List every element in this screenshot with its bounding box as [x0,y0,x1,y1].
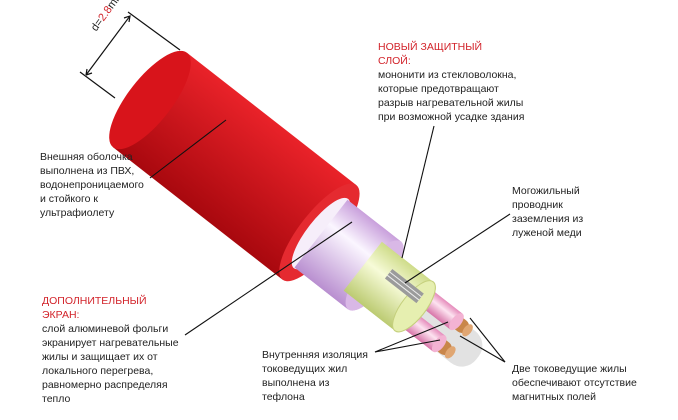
label-text: Внешняя оболочка [40,151,133,163]
label-text: Две токоведущие жилы [512,363,627,375]
dimension-marker [79,11,181,99]
label-text: выполнена из [262,377,330,389]
label-ground-wire: Могожильный проводник заземления из луже… [512,184,583,240]
pvc-sheath [113,52,357,280]
label-text: обеспечивают отсутствие [512,377,637,389]
label-conductors: Две токоведущие жилы обеспечивают отсутс… [512,362,637,404]
label-text: жилы и защищает их от [42,351,158,363]
label-text: тепло [42,393,71,405]
leader-lines [149,119,511,363]
label-text: луженой меди [512,227,582,239]
label-text: разрыв нагревательной жилы [378,97,524,109]
label-text: которые предотвращают [378,83,499,95]
label-text: проводник [512,199,563,211]
label-title: СЛОЙ: [378,55,411,67]
label-text: токоведущих жил [262,363,348,375]
label-outer-sheath: Внешняя оболочка выполнена из ПВХ, водон… [40,150,144,220]
label-text: локального перегрева, [42,365,154,377]
label-text: мононити из стекловолокна, [378,69,517,81]
label-extra-screen: ДОПОЛНИТЕЛЬНЫЙ ЭКРАН: слой алюминевой фо… [42,294,179,406]
cable-body [109,50,473,359]
label-text: водонепроницаемого [40,179,144,191]
label-title: ЭКРАН: [42,309,80,321]
label-inner-insulation: Внутренняя изоляция токоведущих жил выпо… [262,348,368,404]
label-protective-layer: НОВЫЙ ЗАЩИТНЫЙ СЛОЙ: мононити из стеклов… [378,40,524,124]
label-text: магнитных полей [512,391,596,403]
label-text: Могожильный [512,185,580,197]
label-text: слой алюминевой фольги [42,323,169,335]
label-text: при возможной усадке здания [378,111,525,123]
label-text: Внутренняя изоляция [262,349,368,361]
label-title: НОВЫЙ ЗАЩИТНЫЙ [378,41,483,53]
label-text: и стойкого к [40,193,98,205]
label-title: ДОПОЛНИТЕЛЬНЫЙ [42,295,147,307]
label-text: выполнена из ПВХ, [40,165,135,177]
label-text: ультрафиолету [40,207,115,219]
label-text: тефлона [262,391,305,403]
label-text: экранирует нагревательные [42,337,179,349]
label-text: заземления из [512,213,584,225]
label-text: равномерно распределяя [42,379,168,391]
